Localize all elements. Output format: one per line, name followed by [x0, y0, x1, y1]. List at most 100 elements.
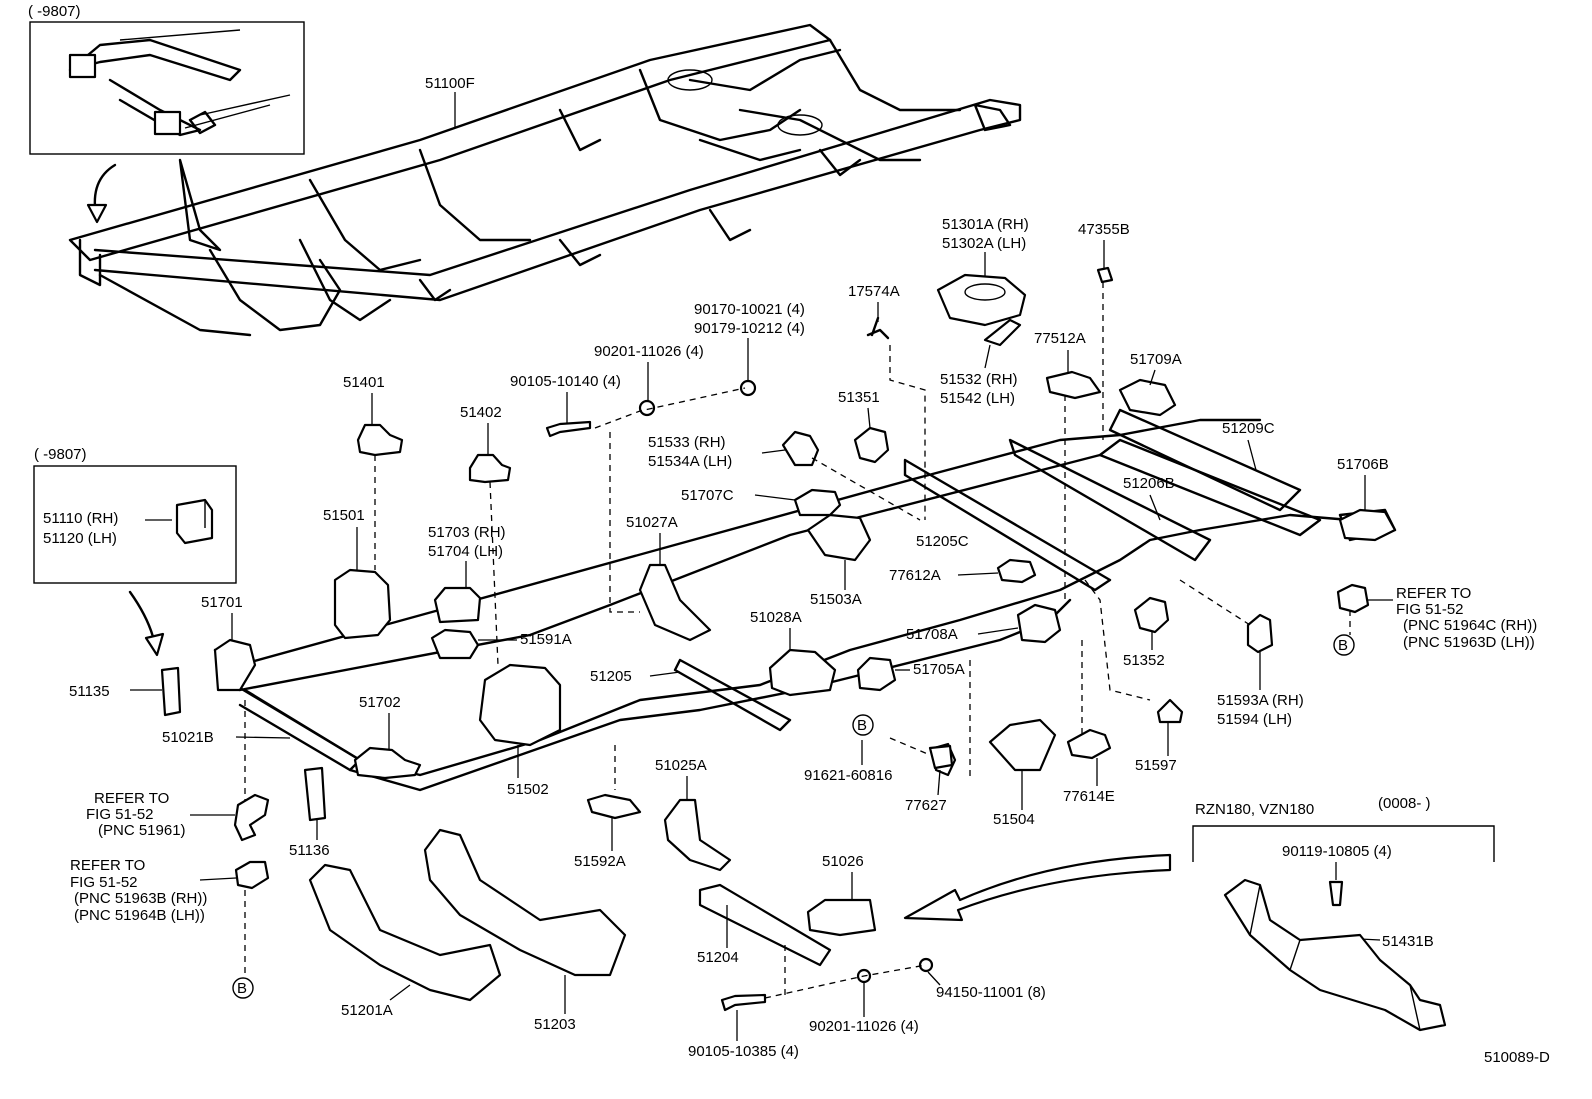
label-51542: 51542 (LH) [940, 390, 1015, 407]
part-51203 [423, 828, 627, 977]
label-51203: 51203 [534, 1016, 576, 1033]
label-51706b: 51706B [1337, 456, 1389, 473]
part-77627 [928, 744, 954, 770]
svg-text:FIG 51-52: FIG 51-52 [1396, 601, 1464, 618]
part-refer-bracket2 [234, 860, 270, 890]
label-51501: 51501 [323, 507, 365, 524]
assembly-lines [244, 282, 1351, 999]
svg-text:(PNC 51964C (RH)): (PNC 51964C (RH)) [1403, 617, 1537, 634]
label-90201b: 90201-11026 (4) [809, 1018, 919, 1035]
label-51532: 51532 (RH) [940, 371, 1018, 388]
circle-b-marker-3: B [232, 977, 254, 999]
top-inset: ( -9807) [28, 3, 305, 155]
svg-text:B: B [857, 717, 867, 734]
label-51708a: 51708A [906, 626, 958, 643]
top-inset-range: ( -9807) [28, 3, 81, 20]
part-51502 [478, 663, 562, 747]
label-51205: 51205 [590, 668, 632, 685]
right-inset-models: RZN180, VZN180 [1195, 801, 1314, 818]
label-51209c: 51209C [1222, 420, 1275, 437]
right-inset: RZN180, VZN180 (0008- ) 90119-10805 (4) … [1192, 795, 1495, 1032]
label-51135: 51135 [69, 683, 110, 700]
part-51351 [853, 426, 890, 464]
label-51401: 51401 [343, 374, 385, 391]
label-51110: 51110 (RH) [43, 510, 118, 527]
part-51705a [856, 656, 897, 692]
label-90179: 90179-10212 (4) [694, 320, 805, 337]
bracket-parts [160, 266, 1397, 1012]
label-51027a: 51027A [626, 514, 678, 531]
part-refer-bracket3 [1336, 583, 1370, 614]
label-94150: 94150-11001 (8) [936, 984, 1046, 1001]
label-51704: 51704 (LH) [428, 543, 503, 560]
label-51533: 51533 (RH) [648, 434, 726, 451]
label-51302a: 51302A (LH) [942, 235, 1026, 252]
part-51201a [308, 863, 502, 1002]
label-51352: 51352 [1123, 652, 1165, 669]
label-51206b: 51206B [1123, 475, 1175, 492]
label-90119-10805: 90119-10805 (4) [1282, 843, 1392, 860]
part-90201-washer [638, 399, 656, 417]
svg-text:(PNC 51964B (LH)): (PNC 51964B (LH)) [74, 907, 205, 924]
label-51705a: 51705A [913, 661, 965, 678]
label-51503a: 51503A [810, 591, 862, 608]
part-51532 [983, 318, 1022, 347]
main-frame [213, 408, 1397, 792]
svg-text:FIG 51-52: FIG 51-52 [70, 874, 138, 891]
svg-text:(PNC 51963B (RH)): (PNC 51963B (RH)) [74, 890, 207, 907]
label-51597: 51597 [1135, 757, 1177, 774]
label-51025a: 51025A [655, 757, 707, 774]
refer-note-right: REFER TO FIG 51-52 (PNC 51964C (RH)) (PN… [1368, 585, 1537, 651]
part-94150-nut [918, 957, 934, 973]
label-51594: 51594 (LH) [1217, 711, 1292, 728]
part-refer-bracket1 [233, 793, 270, 842]
label-51504: 51504 [993, 811, 1035, 828]
label-51703: 51703 (RH) [428, 524, 506, 541]
part-51136 [303, 766, 327, 822]
part-51592a [586, 793, 642, 820]
label-51593a: 51593A (RH) [1217, 692, 1304, 709]
refer-note-left-1: REFER TO FIG 51-52 (PNC 51961) [86, 790, 235, 839]
label-77614e: 77614E [1063, 788, 1115, 805]
part-90105-bolt [545, 420, 592, 438]
circle-b-marker-1: B [1333, 634, 1355, 656]
label-17574a: 17574A [848, 283, 900, 300]
label-90170: 90170-10021 (4) [694, 301, 805, 318]
label-51502: 51502 [507, 781, 549, 798]
left-inset-range: ( -9807) [34, 446, 87, 463]
diagram-code: 510089-D [1484, 1049, 1550, 1066]
label-51205c: 51205C [916, 533, 969, 550]
label-51431b: 51431B [1382, 933, 1434, 950]
label-51120: 51120 (LH) [43, 530, 117, 547]
label-51709a: 51709A [1130, 351, 1182, 368]
part-51027a [638, 563, 712, 642]
part-77512a [1045, 370, 1102, 400]
part-51402 [468, 453, 512, 484]
part-51702 [353, 746, 422, 780]
part-47355b [1096, 266, 1114, 284]
label-51301a: 51301A (RH) [942, 216, 1029, 233]
label-90105b: 90105-10385 (4) [688, 1043, 799, 1060]
part-51708a [1016, 603, 1062, 644]
part-90170-nut [739, 379, 757, 397]
svg-text:FIG 51-52: FIG 51-52 [86, 806, 154, 823]
part-77614e [1066, 728, 1112, 760]
part-77612a [996, 558, 1037, 584]
part-51709a [1118, 378, 1177, 417]
label-51592a: 51592A [574, 853, 626, 870]
part-17574a [866, 316, 890, 340]
label-51534a: 51534A (LH) [648, 453, 732, 470]
label-51707c: 51707C [681, 487, 734, 504]
part-51703 [433, 586, 482, 624]
svg-text:B: B [237, 980, 247, 997]
part-51135 [160, 666, 182, 717]
part-51701 [213, 638, 257, 692]
label-51351: 51351 [838, 389, 880, 406]
part-51026 [806, 898, 877, 937]
part-labels: 51301A (RH) 51302A (LH) 47355B 17574A 90… [69, 216, 1389, 1060]
svg-text:B: B [1338, 637, 1348, 654]
label-51402: 51402 [460, 404, 502, 421]
label-51021b: 51021B [162, 729, 214, 746]
label-90105a: 90105-10140 (4) [510, 373, 621, 390]
